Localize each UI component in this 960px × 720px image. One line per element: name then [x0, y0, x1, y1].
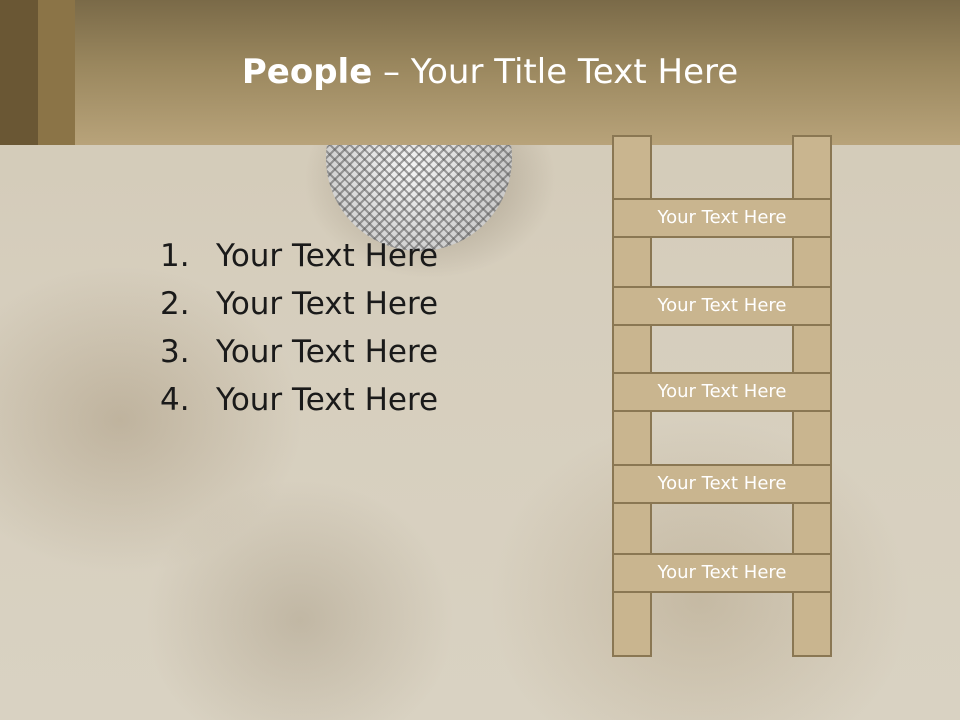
list-item: 3. Your Text Here: [160, 328, 438, 376]
list-item-text: Your Text Here: [216, 238, 439, 274]
list-item-text: Your Text Here: [216, 382, 439, 418]
banner-accent-dark: [0, 0, 38, 145]
ladder-step-3[interactable]: Your Text Here: [612, 372, 832, 412]
list-item: 2. Your Text Here: [160, 280, 438, 328]
ladder-step-5[interactable]: Your Text Here: [612, 553, 832, 593]
ladder-step-1[interactable]: Your Text Here: [612, 198, 832, 238]
list-item: 1. Your Text Here: [160, 232, 438, 280]
slide-title-bold: People: [241, 52, 373, 92]
list-item-number: 2.: [160, 286, 190, 322]
slide-title[interactable]: People – Your Title Text Here: [0, 52, 960, 92]
list-item-text: Your Text Here: [216, 334, 439, 370]
banner-accent-light: [38, 0, 75, 145]
numbered-list[interactable]: 1. Your Text Here 2. Your Text Here 3. Your…: [160, 232, 438, 424]
list-item-number: 1.: [160, 238, 190, 274]
list-item-number: 3.: [160, 334, 190, 370]
slide-title-rest: – Your Title Text Here: [372, 52, 739, 92]
list-item-text: Your Text Here: [216, 286, 439, 322]
list-item-number: 4.: [160, 382, 190, 418]
microphone-image: [326, 145, 512, 255]
list-item: 4. Your Text Here: [160, 376, 438, 424]
ladder-step-4[interactable]: Your Text Here: [612, 464, 832, 504]
ladder-step-2[interactable]: Your Text Here: [612, 286, 832, 326]
title-banner: [0, 0, 960, 145]
